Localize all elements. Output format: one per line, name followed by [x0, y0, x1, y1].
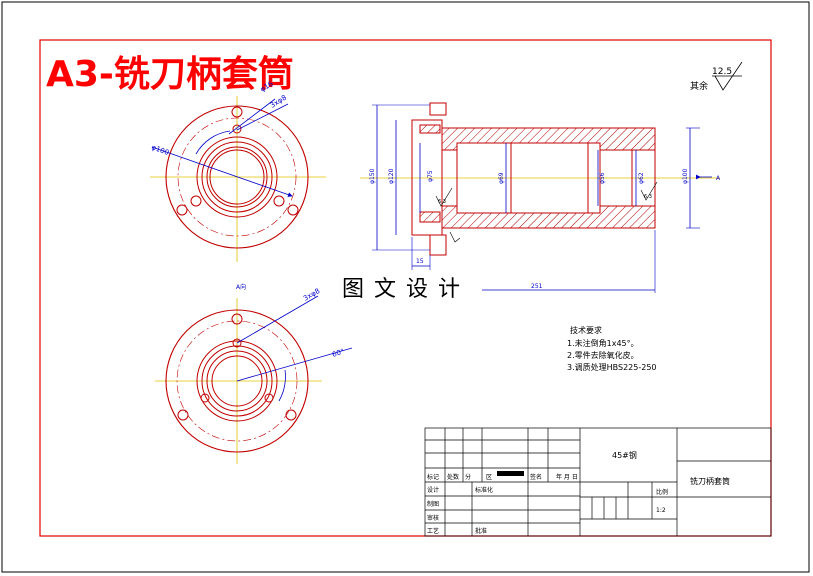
dim-outer: φ100 — [150, 143, 170, 157]
dim-d75: φ75 — [427, 170, 434, 182]
roughness-symbol: 其余 12.5 — [690, 61, 743, 92]
drawing-title: A3-铣刀柄套筒 — [46, 54, 294, 95]
tech-item-1: 1.未注倒角1x45°。 — [567, 338, 639, 348]
front-view-top: φ16 3xφ8 φ100 — [150, 79, 326, 262]
dim-d56: φ56 — [599, 172, 606, 184]
tb-label-5: 年 月 日 — [556, 473, 578, 481]
tb-label-1: 处数 — [447, 473, 459, 481]
dim-d62: φ62 — [638, 172, 645, 184]
dim-d150: φ150 — [369, 168, 376, 184]
tb-standard: 标准化 — [475, 486, 493, 494]
dim-len-251: 251 — [531, 283, 543, 290]
tech-item-3: 3.调质处理HBS225-250 — [567, 362, 657, 372]
tb-check: 审核 — [427, 514, 439, 522]
view-arrow-label: A — [716, 175, 721, 182]
tb-process: 工艺 — [427, 527, 439, 535]
dim-d100: φ100 — [682, 168, 689, 184]
rough-mark-2: 6.3 — [644, 194, 652, 200]
tb-part-name: 铣刀柄套筒 — [690, 476, 730, 486]
tb-designer: 设计 — [427, 486, 439, 494]
view-label-a: A向 — [236, 283, 246, 291]
section-view: φ150 φ120 φ75 φ69 φ56 φ62 φ100 15 251 6.… — [360, 102, 721, 293]
tb-approve: 批准 — [475, 527, 487, 535]
tb-label-2: 分 — [465, 473, 471, 481]
dim-d120: φ120 — [388, 168, 395, 184]
dim-len-15: 15 — [416, 258, 424, 265]
roughness-value: 12.5 — [712, 67, 732, 77]
front-view-bottom: A向 3xφ8 60° — [155, 283, 353, 464]
drawing-frame — [39, 39, 772, 537]
rough-mark-1: 6.3 — [438, 199, 446, 205]
dim-hole-count: 3xφ8 — [269, 94, 288, 110]
title-block-black-bar — [497, 471, 524, 476]
roughness-prefix: 其余 — [690, 80, 708, 92]
tb-material: 45#钢 — [612, 450, 637, 460]
tb-label-4: 签名 — [530, 473, 542, 481]
tech-item-2: 2.零件去除氧化皮。 — [567, 350, 639, 360]
tb-ratio-label: 比例 — [656, 488, 668, 496]
dim-d69: φ69 — [498, 172, 505, 184]
dim-hole-count-bottom: 3xφ8 — [302, 287, 321, 303]
tb-label-3: 区 — [486, 474, 492, 481]
title-block — [424, 427, 772, 537]
tb-label-0: 标记 — [427, 473, 439, 481]
watermark: 图文设计 — [330, 270, 482, 304]
tb-scale: 1:2 — [656, 507, 666, 514]
tech-heading: 技术要求 — [570, 325, 602, 335]
title-block-text: 标记 处数 分 区 签名 年 月 日 设计 标准化 制图 审核 工艺 批准 45… — [427, 450, 730, 535]
tech-requirements: 技术要求 1.未注倒角1x45°。 2.零件去除氧化皮。 3.调质处理HBS22… — [567, 325, 657, 372]
dim-angle: 60° — [331, 347, 345, 358]
tb-drafting: 制图 — [427, 500, 439, 508]
